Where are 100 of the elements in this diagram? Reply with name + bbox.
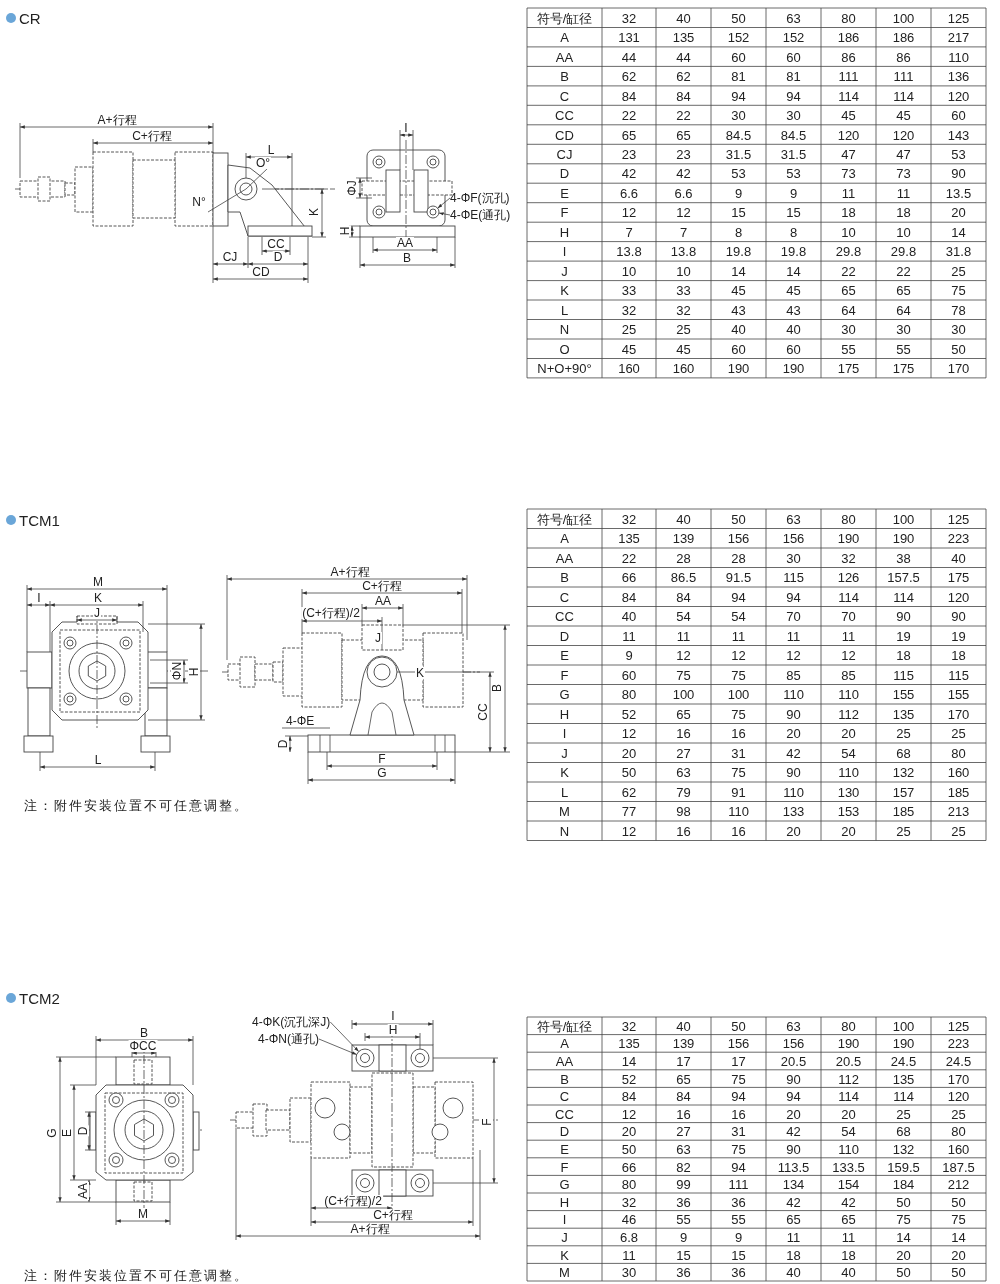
dimension-label: H: [387, 1024, 399, 1036]
table-cell: 12: [731, 648, 746, 662]
dimension-label: B: [491, 683, 503, 693]
table-cell: 20: [896, 1248, 911, 1262]
table-cell: K: [560, 765, 569, 779]
dimension-label: A+行程: [96, 114, 138, 126]
table-cell: 20: [841, 726, 856, 740]
table-header: 100: [892, 11, 915, 25]
table-cell: 42: [841, 1195, 856, 1209]
dimension-label: B: [402, 252, 412, 264]
table-cell: 132: [892, 1142, 915, 1156]
table-cell: 50: [951, 1265, 966, 1279]
table-cell: 157: [892, 785, 915, 799]
table-cell: 159.5: [887, 1160, 920, 1174]
dimension-label: E: [61, 1128, 73, 1138]
table-cell: 50: [621, 765, 637, 779]
dimension-label: A+行程: [329, 566, 371, 578]
table-cell: 190: [837, 531, 860, 545]
table-cell: 18: [896, 205, 911, 219]
table-cell: 25: [676, 322, 691, 336]
table-cell: 66: [621, 1160, 637, 1174]
table-cell: 10: [841, 225, 856, 239]
table-cell: 12: [786, 648, 801, 662]
table-cell: B: [560, 69, 569, 83]
table-cell: H: [559, 707, 570, 721]
table-cell: 25: [621, 322, 637, 336]
table-cell: H: [559, 225, 570, 239]
table-cell: 15: [786, 205, 801, 219]
table-cell: 7: [679, 225, 688, 239]
table-cell: 60: [731, 50, 746, 64]
table-cell: N+O+90°: [537, 361, 592, 375]
table-cell: 139: [672, 1036, 695, 1050]
table-cell: 36: [676, 1195, 691, 1209]
table-cell: 9: [679, 1230, 688, 1244]
table-cell: 120: [947, 1089, 970, 1103]
dimension-label: I: [403, 122, 409, 134]
table-cell: 65: [676, 707, 691, 721]
table-cell: 40: [786, 322, 801, 336]
dimension-label: I: [390, 1010, 396, 1022]
table-cell: 133: [782, 804, 805, 818]
dimension-label: CJ: [221, 251, 239, 263]
table-cell: 114: [893, 590, 914, 604]
table-cell: 160: [618, 361, 640, 375]
table-cell: 135: [672, 30, 695, 44]
table-cell: 42: [786, 746, 801, 760]
table-cell: F: [560, 205, 569, 219]
dimension-label: CD: [251, 266, 271, 278]
table-cell: 13.8: [670, 244, 697, 258]
table-cell: 120: [892, 128, 915, 142]
table-cell: 40: [951, 551, 966, 565]
table-cell: H: [559, 1195, 570, 1209]
table-cell: 115: [783, 570, 804, 584]
table-cell: 25: [951, 726, 966, 740]
table-cell: 15: [731, 1248, 746, 1262]
table-cell: 110: [783, 687, 804, 701]
table-cell: 54: [841, 746, 856, 760]
table-cell: 70: [786, 609, 801, 623]
dimension-label: L: [266, 144, 276, 156]
dimension-label: A+行程: [349, 1223, 391, 1235]
table-cell: CC: [555, 108, 574, 122]
table-cell: 8: [734, 225, 743, 239]
table-cell: K: [560, 283, 569, 297]
table-cell: 12: [621, 205, 637, 219]
table-cell: 68: [896, 746, 911, 760]
table-cell: 94: [786, 89, 801, 103]
table-cell: C: [559, 89, 570, 103]
table-cell: 94: [731, 1160, 746, 1174]
table-cell: M: [559, 804, 570, 818]
table-cell: I: [562, 244, 567, 258]
table-cell: 114: [838, 1089, 859, 1103]
table-cell: 10: [621, 264, 637, 278]
table-header: 符号/缸径: [536, 11, 593, 25]
table-cell: 111: [893, 69, 914, 83]
dimension-label: C+行程: [131, 130, 173, 142]
note-text: 注：附件安装位置不可任意调整。: [24, 798, 249, 812]
table-cell: 20: [786, 726, 801, 740]
table-cell: CJ: [556, 147, 573, 161]
dimension-label: J: [374, 632, 382, 644]
table-cell: 126: [837, 570, 860, 584]
table-cell: 25: [951, 1107, 966, 1121]
table-cell: 22: [621, 108, 637, 122]
table-cell: 110: [838, 687, 859, 701]
table-cell: 55: [731, 1212, 746, 1226]
table-cell: L: [560, 785, 569, 799]
table-cell: 45: [841, 108, 856, 122]
table-cell: 68: [896, 1124, 911, 1138]
section-heading: TCM1: [19, 512, 60, 528]
table-cell: 15: [676, 1248, 691, 1262]
table-header: 63: [786, 11, 801, 25]
table-cell: 30: [951, 322, 966, 336]
table-header: 100: [892, 512, 915, 526]
table-cell: 30: [731, 108, 746, 122]
table-cell: 11: [841, 1230, 856, 1244]
table-cell: 84.5: [780, 128, 807, 142]
table-header: 125: [947, 11, 970, 25]
table-cell: 6.6: [619, 186, 639, 200]
table-cell: 25: [951, 264, 966, 278]
table-cell: 14: [896, 1230, 911, 1244]
table-cell: 10: [676, 264, 691, 278]
table-cell: 143: [947, 128, 970, 142]
